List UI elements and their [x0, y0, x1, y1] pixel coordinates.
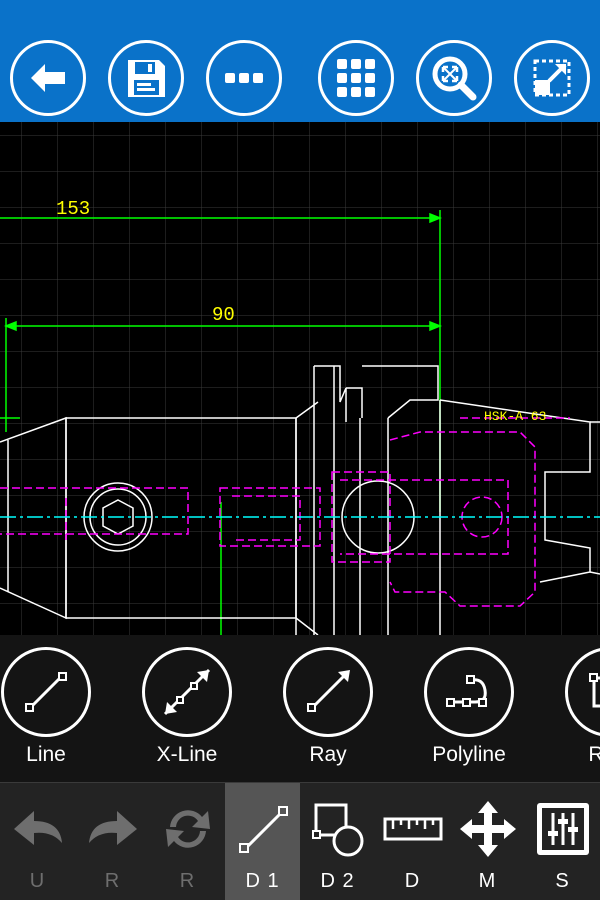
zoom-extents-icon: [432, 56, 477, 101]
line-icon: [25, 672, 67, 712]
rect-icon: [589, 673, 600, 708]
block-label: HSK-A 63: [484, 409, 546, 424]
draw1-icon: [238, 806, 288, 853]
tool-label: Line: [26, 743, 66, 766]
fullscreen-icon: [533, 59, 571, 97]
draw1-label: D 1: [245, 870, 280, 892]
regen-icon: [165, 810, 210, 848]
cad-drawing[interactable]: 153 90: [0, 122, 600, 635]
undo-label: U: [29, 870, 46, 892]
regen-label: R: [179, 870, 196, 892]
tool-label: X-Line: [156, 743, 218, 766]
polyline-icon: [446, 675, 487, 707]
tool-ring: [565, 647, 600, 737]
more-icon: [225, 73, 263, 83]
undo-button[interactable]: U: [0, 783, 75, 900]
draw2-icon: [311, 803, 363, 857]
tool-ring: [142, 647, 232, 737]
dimension-button[interactable]: D: [375, 783, 450, 900]
move-button[interactable]: M: [450, 783, 525, 900]
more-options-button[interactable]: [206, 40, 282, 116]
move-icon: [459, 801, 516, 857]
grid-menu-icon: [337, 59, 375, 97]
tool-label: Ray: [309, 743, 347, 766]
fullscreen-button[interactable]: [514, 40, 590, 116]
zoom-extents-button[interactable]: [416, 40, 492, 116]
back-arrow-icon: [31, 64, 65, 92]
ray-icon: [307, 670, 350, 712]
tool-xline[interactable]: X-Line: [139, 647, 235, 777]
settings-label: S: [555, 870, 570, 892]
dimension-text: 153: [56, 198, 90, 220]
bottom-command-bar: U R R D 1 D 2 D: [0, 782, 600, 900]
draw-tools-strip: Line X-Line Ray: [0, 635, 600, 782]
tool-label: Polyline: [432, 743, 506, 766]
settings-icon: [536, 803, 589, 855]
draw2-label: D 2: [320, 870, 355, 892]
back-button[interactable]: [10, 40, 86, 116]
dimension-label: D: [404, 870, 421, 892]
tool-label: Rect: [588, 743, 600, 766]
undo-icon: [13, 811, 62, 845]
dimension-icon: [383, 817, 442, 841]
draw1-button[interactable]: D 1: [225, 783, 300, 900]
grid-menu-button[interactable]: [318, 40, 394, 116]
redo-button[interactable]: R: [75, 783, 150, 900]
tool-polyline[interactable]: Polyline: [421, 647, 517, 777]
tool-ray[interactable]: Ray: [280, 647, 376, 777]
regen-button[interactable]: R: [150, 783, 225, 900]
tool-ring: [1, 647, 91, 737]
redo-icon: [88, 811, 137, 845]
save-button[interactable]: [108, 40, 184, 116]
tool-rect[interactable]: Rect: [562, 647, 600, 777]
settings-button[interactable]: S: [525, 783, 600, 900]
tool-ring: [424, 647, 514, 737]
drawing-canvas[interactable]: 153 90: [0, 122, 600, 635]
redo-label: R: [104, 870, 121, 892]
grid: [0, 122, 600, 635]
save-icon: [128, 60, 165, 97]
dimension-text: 90: [212, 304, 235, 326]
tool-ring: [283, 647, 373, 737]
draw2-button[interactable]: D 2: [300, 783, 375, 900]
tool-line[interactable]: Line: [0, 647, 94, 777]
xline-icon: [163, 668, 211, 716]
move-label: M: [478, 870, 497, 892]
top-toolbar: [0, 0, 600, 122]
